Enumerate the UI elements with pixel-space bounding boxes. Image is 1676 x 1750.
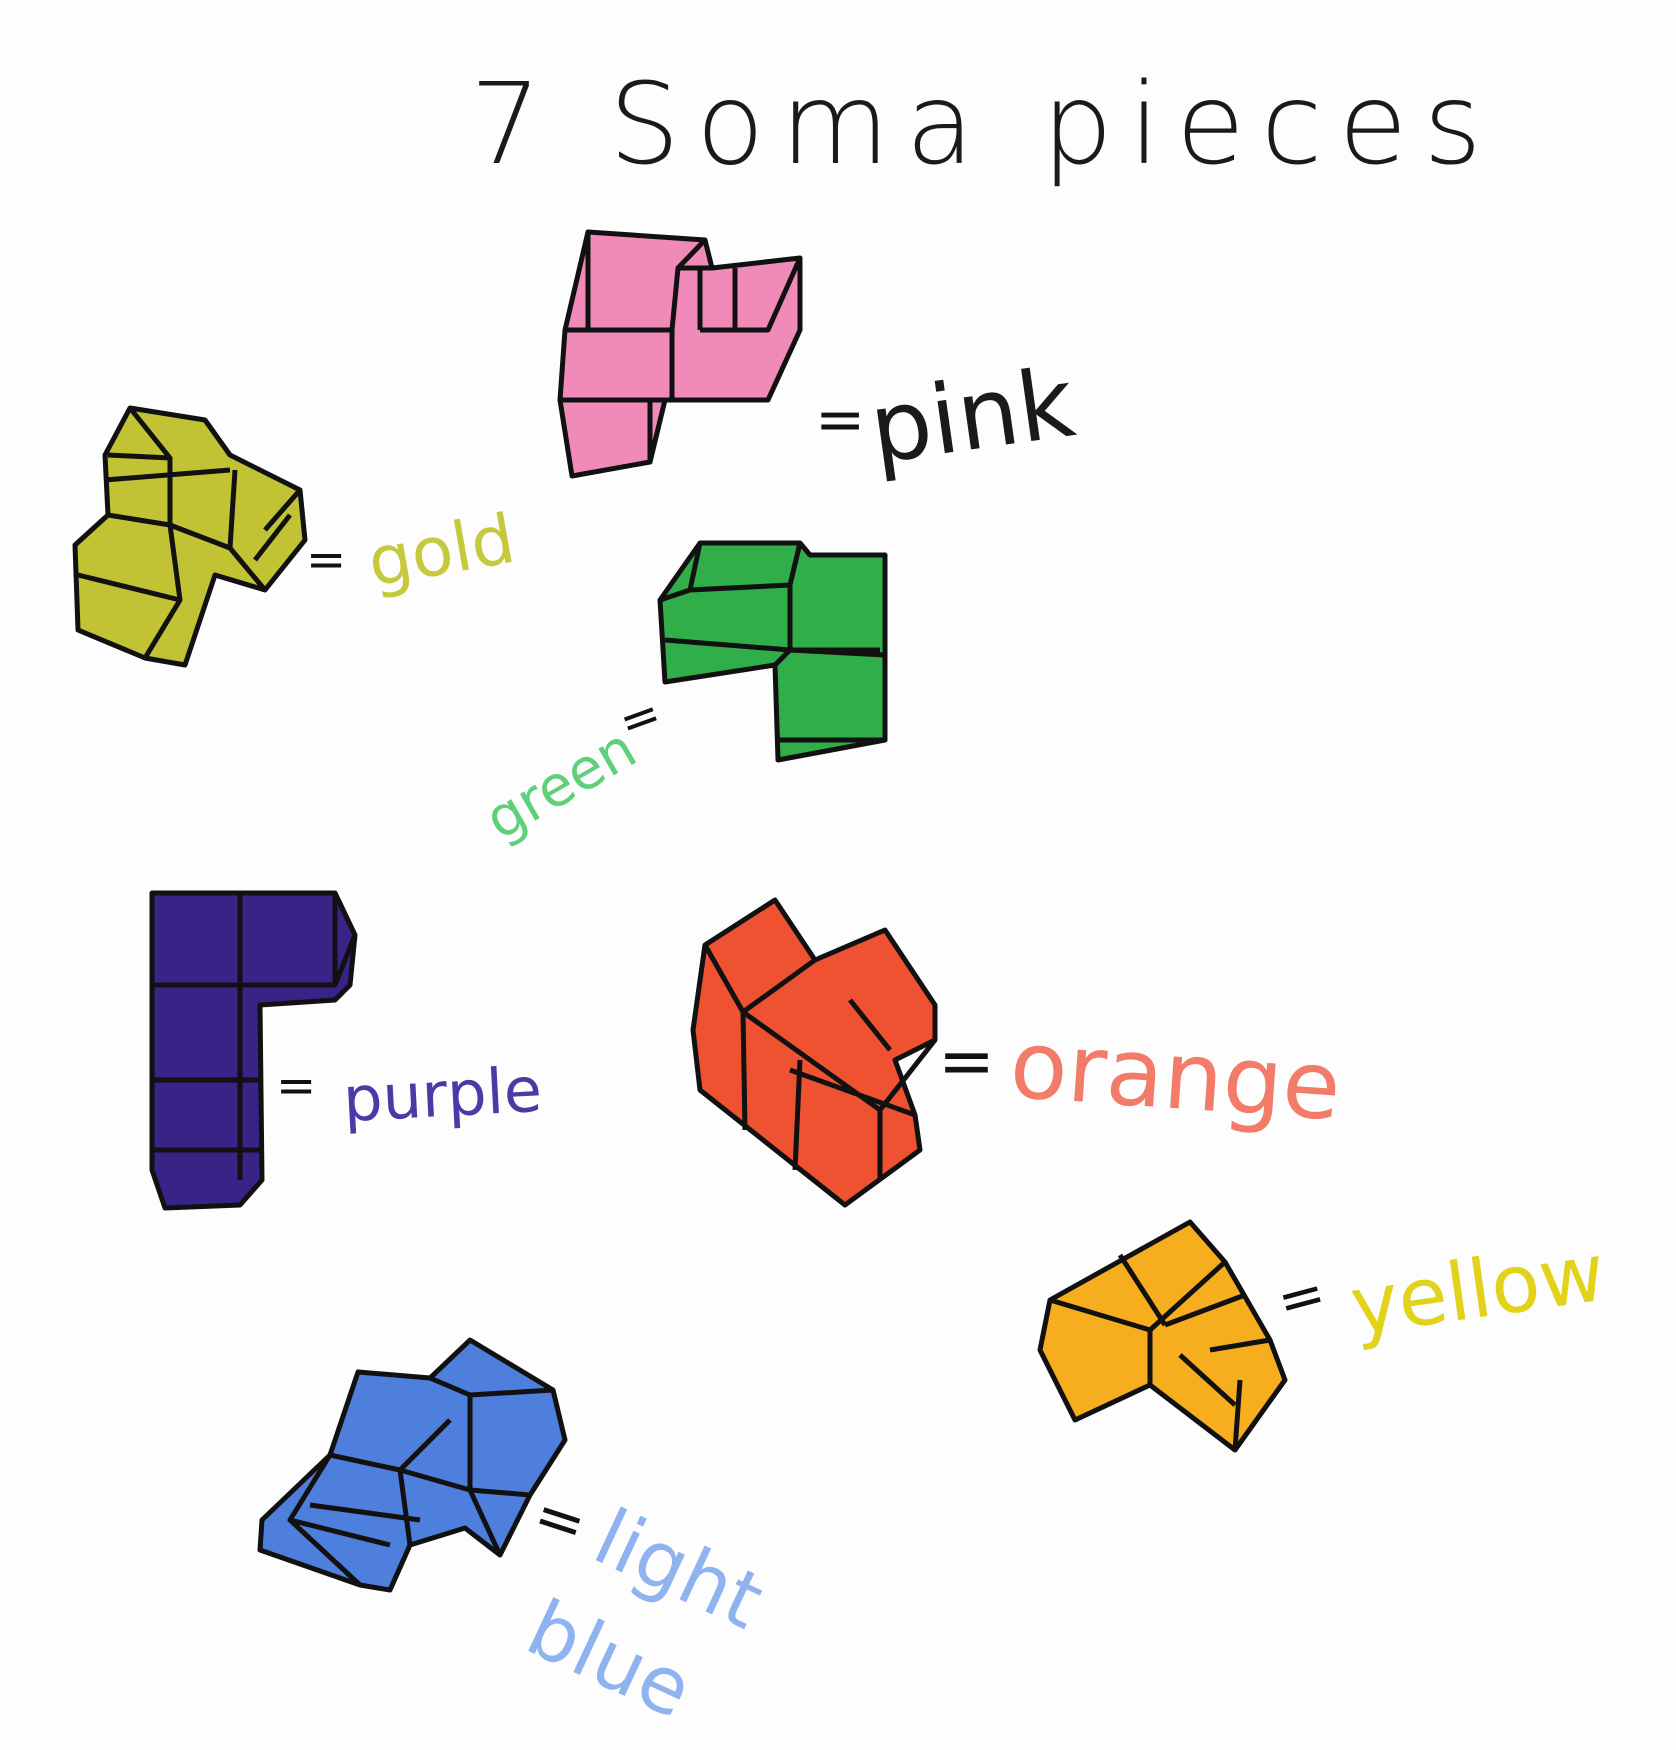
orange-piece — [690, 897, 938, 1208]
yellow-piece — [1037, 1219, 1288, 1453]
purple-equals: = — [276, 1058, 317, 1114]
purple-piece — [149, 890, 358, 1211]
gold-piece — [72, 405, 308, 668]
light-blue-piece-body — [257, 1337, 568, 1593]
purple-label: purple — [341, 1052, 544, 1137]
page-title: 7 Soma pieces — [470, 60, 1498, 190]
pink-piece — [557, 229, 803, 479]
gold-piece-body — [72, 405, 308, 668]
gold-equals: = — [306, 532, 347, 588]
orange-equals: = — [938, 1022, 995, 1101]
yellow-piece-body — [1037, 1219, 1288, 1453]
pink-piece-body — [557, 229, 803, 479]
orange-label: orange — [1006, 1010, 1345, 1143]
light-blue-piece — [257, 1337, 568, 1593]
orange-piece-body — [690, 897, 938, 1208]
purple-piece-body — [149, 890, 358, 1211]
pink-equals: = — [815, 385, 866, 455]
green-piece — [657, 540, 888, 763]
green-piece-body — [657, 540, 888, 763]
